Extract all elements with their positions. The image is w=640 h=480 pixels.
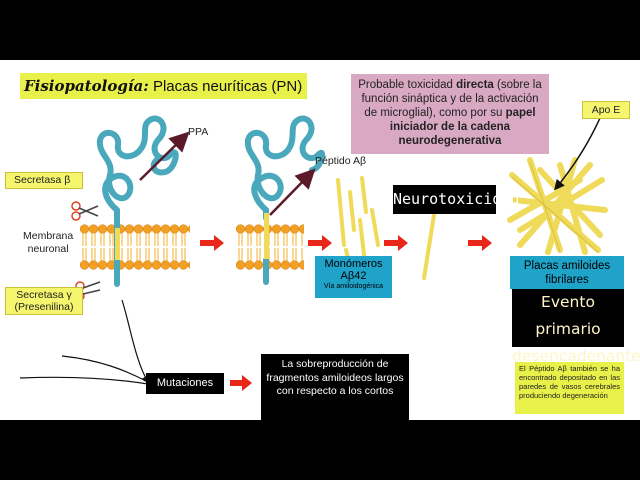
vascular-note: El Péptido Aβ también se ha encontrado d… — [515, 362, 624, 414]
plaques-line1: Placas amiloides — [523, 260, 611, 272]
membrane-1 — [80, 224, 190, 270]
toxicity-text-2: (sobre la función sináptica y de la acti… — [361, 79, 542, 119]
secretase-gamma-label: Secretasa γ (Presenilina) — [5, 287, 83, 315]
slide-title: Fisiopatología: Placas neuríticas (PN) — [20, 73, 307, 99]
flow-arrow-5 — [230, 375, 252, 391]
amyloid-plaque-fibrils — [507, 157, 608, 255]
abeta-segment-1 — [115, 228, 120, 260]
title-bold: Fisiopatología: — [24, 77, 149, 95]
apoe-label: Apo E — [582, 101, 630, 119]
ppa-arrow — [139, 131, 190, 181]
scissors-beta-icon — [71, 201, 99, 221]
secretase-gamma-line1: Secretasa γ — [16, 289, 72, 301]
toxicity-bold-1: directa — [456, 79, 494, 91]
flow-arrow-3 — [384, 235, 408, 251]
membrane-label-1: Membrana — [23, 230, 74, 242]
primary-event-line2: desencadenante — [512, 347, 640, 365]
secretase-gamma-line2: (Presenilina) — [14, 301, 74, 313]
membrane-2 — [236, 224, 304, 270]
apoe-arrow — [554, 117, 601, 191]
pathway-illustration — [19, 115, 608, 391]
toxicity-text-1: Probable toxicidad — [358, 79, 457, 91]
monomer-rods — [336, 176, 380, 268]
mutation-curve-1 — [121, 299, 150, 385]
membrane-label: Membrana neuronal — [23, 230, 73, 256]
toxicity-box: Probable toxicidad directa (sobre la fun… — [351, 74, 549, 154]
flow-arrow-4 — [468, 235, 492, 251]
neurotoxicity-box: Neurotoxicidad — [393, 185, 519, 214]
flow-arrow-1 — [200, 235, 224, 251]
mutations-box: Mutaciones — [146, 373, 224, 394]
mutation-curve-2 — [61, 355, 149, 383]
secretase-beta-label: Secretasa β — [5, 172, 83, 189]
ppa-label: PPA — [188, 126, 209, 138]
monomers-box: Monómeros Aβ42 Vía amiloidogénica — [315, 256, 392, 298]
primary-event-line1: Evento primario — [535, 293, 601, 338]
monomers-subtext: Vía amiloidogénica — [323, 283, 384, 290]
flow-arrow-2 — [308, 235, 332, 251]
peptide-label: Péptido Aβ — [315, 155, 366, 167]
monomers-line2: Aβ42 — [340, 270, 367, 282]
title-text: Placas neuríticas (PN) — [152, 78, 303, 95]
peptide-arrow — [269, 168, 316, 216]
primary-event-box: Evento primario desencadenante — [512, 289, 640, 365]
slide: Fisiopatología: Placas neuríticas (PN) P… — [0, 60, 640, 420]
plaques-line2: fibrilares — [545, 274, 589, 286]
overproduction-box: La sobreproducción de fragmentos amiloid… — [261, 354, 409, 420]
neurotoxic-rod — [422, 213, 436, 280]
toxicity-bold-2: papel iniciador de la cadena neurodegene… — [389, 107, 536, 147]
monomers-line1: Monómeros — [324, 258, 383, 270]
mutation-curve-3 — [19, 376, 149, 385]
membrane-label-2: neuronal — [27, 243, 69, 255]
plaques-box: Placas amiloides fibrilares — [510, 256, 624, 289]
abeta-segment-2 — [264, 213, 269, 259]
